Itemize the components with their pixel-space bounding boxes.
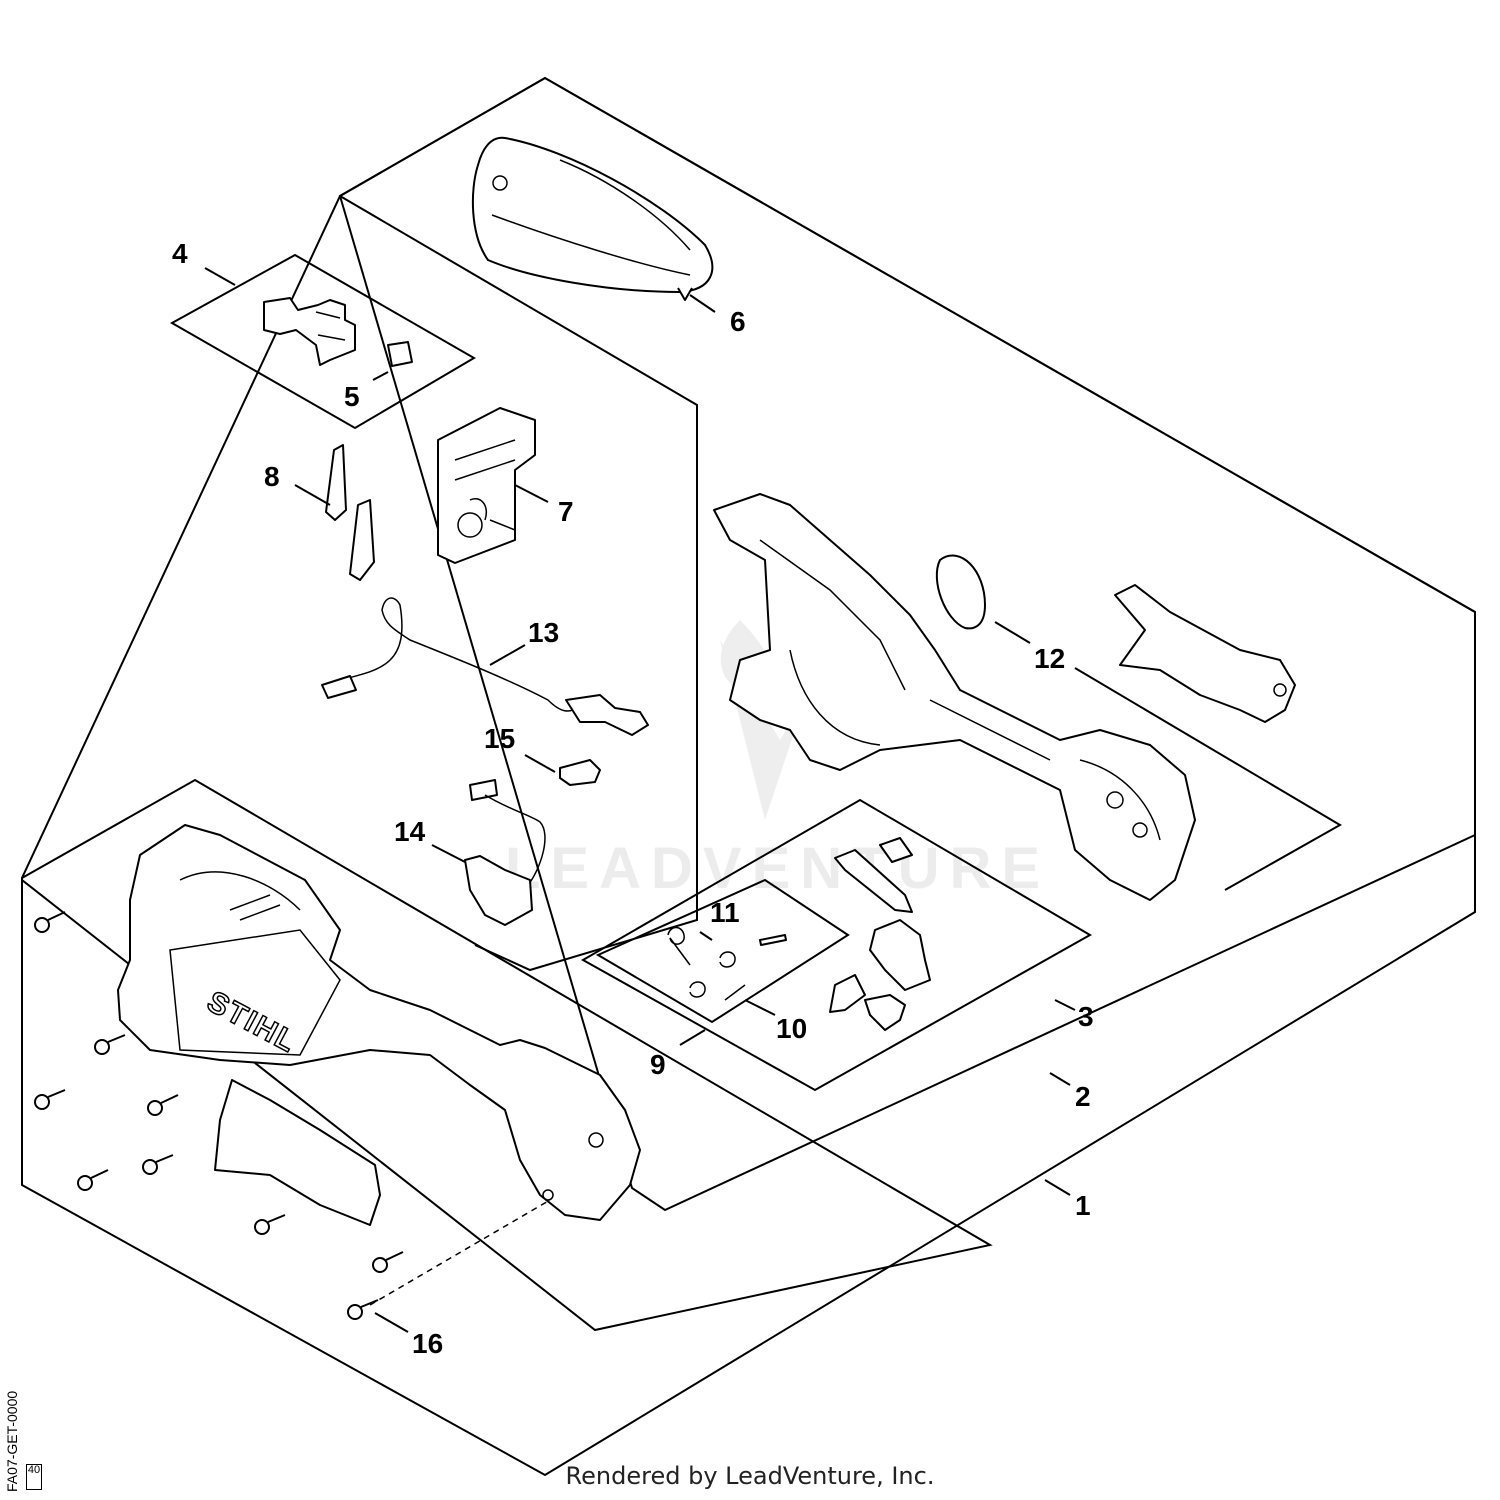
callout-6: 6 — [730, 306, 746, 337]
frame-assembly-11 — [595, 878, 850, 1024]
callout-11: 11 — [710, 897, 740, 928]
callouts: 1 2 3 4 5 6 7 8 9 10 11 12 13 14 15 16 — [172, 238, 1094, 1359]
frame-assembly-9 — [580, 798, 1093, 1092]
callout-3: 3 — [1078, 1001, 1094, 1032]
drawing-code: FA07-GET-0000 — [4, 1390, 20, 1492]
leader-lines — [204, 267, 1076, 1333]
render-credit: Rendered by LeadVenture, Inc. — [565, 1462, 935, 1490]
callout-14: 14 — [394, 816, 426, 847]
callout-7: 7 — [558, 496, 574, 527]
part-10-springs — [667, 926, 746, 1001]
frame-assembly-2 — [338, 76, 1476, 1212]
callout-4: 4 — [172, 238, 188, 269]
handle-grip-cover-upper — [1114, 584, 1296, 723]
screw — [254, 1214, 286, 1235]
screw — [77, 1169, 109, 1191]
screw — [347, 1299, 379, 1320]
screw — [94, 1034, 126, 1055]
callout-9: 9 — [650, 1049, 666, 1080]
handle-half-lower — [117, 824, 641, 1221]
part-12-label-disc — [935, 554, 986, 630]
screw — [34, 911, 66, 933]
callout-8: 8 — [264, 461, 280, 492]
watermark-text: LEADVENTURE — [505, 836, 1050, 901]
callout-15: 15 — [484, 723, 515, 754]
frame-assembly-13 — [339, 195, 698, 972]
part-11-pin — [759, 934, 787, 946]
part-13-wire-harness — [321, 597, 649, 736]
callout-13: 13 — [528, 617, 559, 648]
part-7-contact-block — [437, 407, 536, 564]
frame-assembly-3 — [1074, 667, 1342, 891]
callout-16: 16 — [412, 1328, 443, 1359]
screw — [372, 1251, 404, 1273]
part-16-screws — [34, 911, 551, 1320]
screw — [142, 1154, 174, 1175]
part-4-latch — [263, 297, 356, 366]
drawing-code-sub: 40 — [26, 1464, 42, 1490]
part-6-top-cover — [471, 136, 714, 301]
frame-assembly-4 — [169, 253, 476, 430]
callout-12: 12 — [1034, 643, 1065, 674]
callout-10: 10 — [776, 1013, 807, 1044]
part-15-switch — [559, 759, 601, 786]
screw — [34, 1089, 66, 1110]
callout-2: 2 — [1075, 1081, 1091, 1112]
part-5-clip — [387, 341, 413, 367]
handle-grip-cover-lower — [214, 1079, 381, 1226]
handle-half-upper — [713, 493, 1196, 901]
part-9-trigger-mechanism — [829, 837, 931, 1031]
part-14-connector — [464, 779, 546, 926]
callout-1: 1 — [1075, 1190, 1091, 1221]
screw — [147, 1094, 179, 1116]
callout-5: 5 — [344, 381, 360, 412]
part-8-seals — [325, 444, 375, 581]
